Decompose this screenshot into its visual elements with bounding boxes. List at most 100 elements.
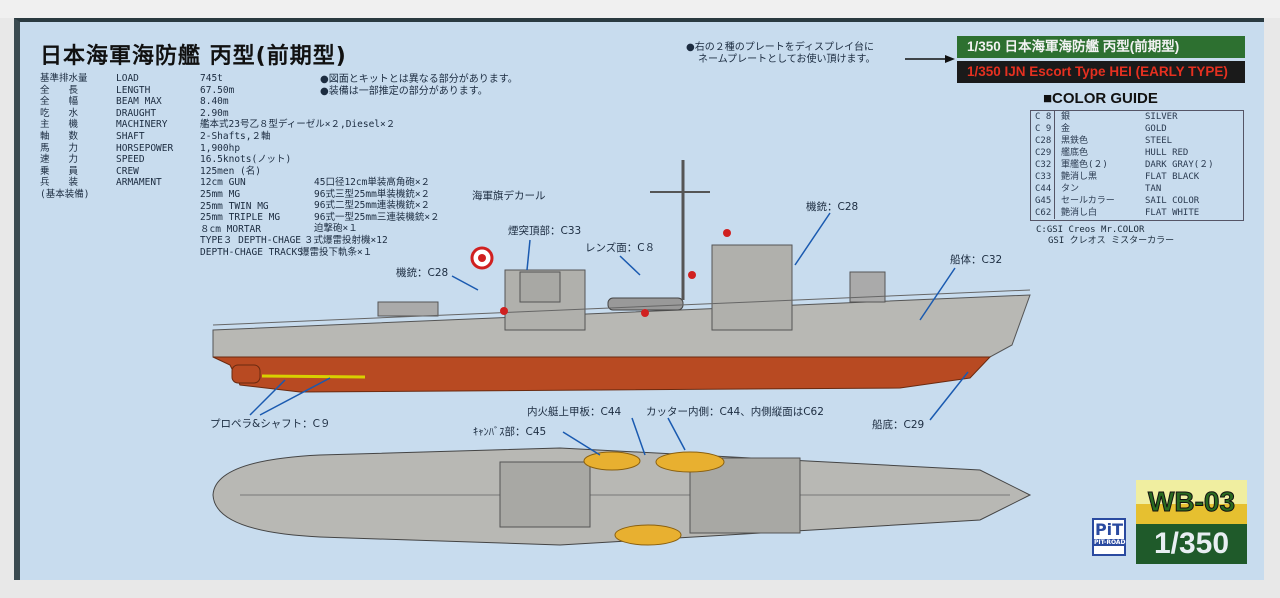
ship-top-view [212,447,1032,546]
text: 迫撃砲×１ [314,223,358,235]
plate-note: ●右の２種のプレートをディスプレイ台にネームプレートとしてお使い頂けます。 [686,42,876,66]
label-boat: 内火艇上甲板：C44 [527,406,622,418]
text: GSI クレオス ミスターカラー [1048,236,1175,246]
name-plate-en: 1/350 IJN Escort Type HEI (EARLY TYPE) [957,61,1245,83]
text: DARK GRAY(２) [1145,160,1214,170]
text: 25mm TRIPLE MG [200,212,281,224]
text: C33 [1031,171,1055,183]
text: セールカラー [1061,196,1115,206]
ship-side-profile [212,160,1031,393]
text: PIT-ROAD [1094,539,1126,546]
text: 爆雷投下軌条×１ [300,246,373,258]
text: FLAT WHITE [1145,208,1200,218]
text: 25mm MG [200,188,241,200]
text: HORSEPOWER [116,142,174,154]
text: SPEED [116,154,145,166]
text: 125men (名) [200,165,261,177]
text: DRAUGHT [116,107,157,119]
text: 96式二型25mm連装機銃×２ [314,200,431,212]
text: 軸 数 [40,130,79,142]
text: LENGTH [116,84,151,96]
text: 艦底色 [1061,148,1089,158]
text: CREW [116,165,139,177]
text: ８cm MORTAR [200,223,261,235]
text: 1,900hp [200,142,241,154]
color-row: C62 艶消し白 FLAT WHITE [1031,207,1243,219]
page-title: 日本海軍海防艦 丙型(前期型) [40,44,347,69]
label-lens: レンズ面：C８ [585,242,656,254]
label-canvas: ｷｬﾝﾊﾞｽ部：C45 [473,426,547,438]
text: 96式一型25mm三連装機銃×２ [314,211,440,223]
text: 銀 [1061,112,1071,122]
label-hull: 船体：C32 [950,254,1003,266]
text: 全 長 [40,84,79,96]
label-funnel: 煙突頂部：C33 [508,225,582,237]
text: PiT [1094,520,1124,539]
text: (基本装備) [40,188,90,200]
text: 67.50m [200,84,235,96]
label-flag-decal: 海軍旗デカール [472,190,546,202]
spec-jp: 基準排水量全 長全 幅吃 水主 機軸 数馬 力速 力乗 員兵 装(基本装備) [40,73,89,201]
text: SAIL COLOR [1145,196,1200,206]
box-edge [0,0,1280,18]
product-scale: 1/350 [1136,524,1247,564]
text: TYPE３ DEPTH-CHAGE [200,235,302,247]
text: 馬 力 [40,142,79,154]
text: MACHINERY [116,119,168,131]
text: 主 機 [40,119,79,131]
text: SHAFT [116,130,145,142]
text: ３式爆雷投射機×12 [304,234,388,246]
text: 艶消し白 [1061,208,1098,218]
text: FLAT BLACK [1145,172,1200,182]
text: GOLD [1145,124,1167,134]
text: 8.40m [200,96,229,108]
label-mg-fwd: 機銃：C28 [396,267,449,279]
text: 96式三型25mm単装機銃×２ [314,188,431,200]
text: HULL RED [1145,148,1189,158]
label-cutter: カッター内側：C44、内側縦面はC62 [646,406,824,418]
text: ●図面とキットとは異なる部分があります。 [320,74,518,85]
text: ネームプレートとしてお使い頂けます。 [698,54,876,65]
text: 45口径12cm単装高角砲×２ [314,177,431,188]
text: STEEL [1145,136,1173,146]
text: 軍艦色(２) [1061,160,1108,170]
text: 金 [1061,124,1071,134]
text: DEPTH-CHAGE TRACKS [200,246,303,258]
text: C32 [1031,159,1055,171]
text: 745t [200,73,223,84]
text: C62 [1031,207,1055,219]
text: C 9 [1031,123,1055,135]
text: 2-Shafts,２軸 [200,130,271,142]
text: 12cm GUN [200,177,246,189]
color-row: C32 軍艦色(２) DARK GRAY(２) [1031,159,1243,171]
text: 吃 水 [40,107,79,119]
leader-lines [249,212,969,456]
label-bottom: 船底：C29 [872,419,925,431]
text: TAN [1145,184,1162,194]
label-propeller: プロペラ&シャフト：C９ [210,418,331,430]
text: ●装備は一部推定の部分があります。 [320,86,488,97]
text: 乗 員 [40,165,79,177]
text: LOAD [116,73,139,84]
text: 黒鉄色 [1061,136,1089,146]
text: 2.90m [200,107,229,119]
text: タン [1061,184,1080,194]
text: ARMAMENT [116,177,162,189]
text: 全 幅 [40,96,79,108]
product-badge: WB-03 1/350 [1136,480,1247,564]
label-mg-aft: 機銃：C28 [806,201,859,213]
text: ●右の２種のプレートをディスプレイ台に [686,42,875,53]
text: 16.5knots(ノット) [200,154,292,166]
